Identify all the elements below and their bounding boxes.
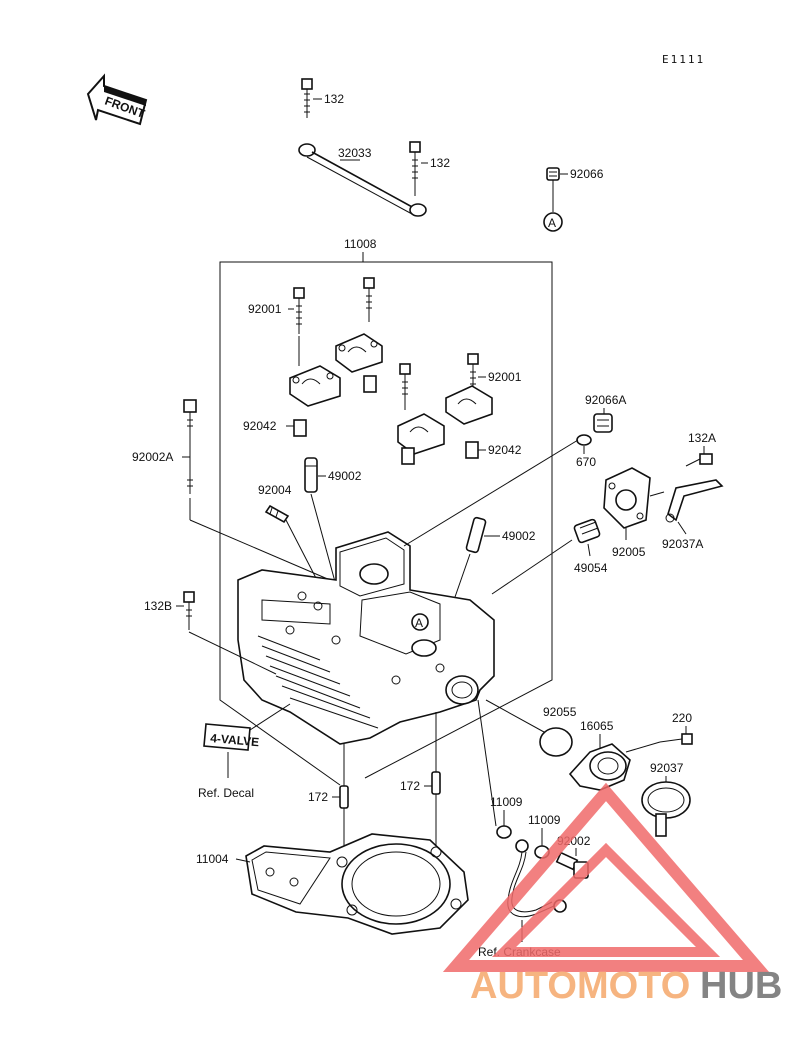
- bolt-132b-icon: [183, 591, 195, 630]
- callout-92042-left: 92042: [243, 419, 277, 433]
- bolt-center-icon: [363, 277, 375, 322]
- callout-92037a: 92037A: [662, 537, 703, 551]
- reference-a-circle-icon: [543, 212, 563, 232]
- ref-decal-label: Ref. Decal: [198, 786, 254, 800]
- diagram-code: E1111: [662, 53, 705, 66]
- callout-132a: 132A: [688, 431, 716, 445]
- callout-132b: 132B: [144, 599, 172, 613]
- cylinder-head-icon: A: [237, 531, 495, 745]
- washer-11009-left-icon: [496, 825, 512, 839]
- valve-guide-lower-icon: [465, 516, 487, 554]
- dowel-pin-left-icon: [293, 419, 307, 437]
- camshaft-cap-1-icon: [335, 333, 383, 373]
- dowel-172-left-icon: [339, 785, 349, 809]
- valve-guide-upper-icon: [304, 457, 318, 493]
- plug-92066-icon: [546, 167, 560, 181]
- callout-92004: 92004: [258, 483, 292, 497]
- assembly-frame-right: [363, 261, 553, 779]
- bolt-132a-icon: [685, 453, 713, 467]
- callout-49002-lower: 49002: [502, 529, 536, 543]
- callout-92066: 92066: [570, 167, 604, 181]
- callout-92005: 92005: [612, 545, 646, 559]
- callout-11008: 11008: [344, 237, 377, 251]
- thermostat-housing-92005-icon: [603, 467, 651, 529]
- head-reference-a-label: A: [415, 616, 423, 630]
- camshaft-cap-2-icon: [289, 365, 341, 407]
- camshaft-cap-4-icon: [445, 385, 493, 425]
- bracket-92037a-icon: [665, 479, 724, 523]
- callout-92042-right: 92042: [488, 443, 522, 457]
- callout-11004: 11004: [196, 852, 229, 866]
- callout-11009-right: 11009: [528, 813, 561, 827]
- callout-16065: 16065: [580, 719, 614, 733]
- bolt-132-second-icon: [409, 141, 421, 196]
- dowel-pin-center-icon: [363, 375, 377, 393]
- callout-92066a: 92066A: [585, 393, 626, 407]
- callout-92002a: 92002A: [132, 450, 173, 464]
- plug-92066a-icon: [593, 413, 613, 433]
- callout-92037: 92037: [650, 761, 684, 775]
- stud-92004-icon: [264, 504, 290, 524]
- decal-text: 4-VALVE: [210, 731, 260, 749]
- callout-132-top: 132: [324, 92, 344, 106]
- clamp-92037-icon: [641, 781, 691, 837]
- callout-49002-upper: 49002: [328, 469, 362, 483]
- callout-132-second: 132: [430, 156, 450, 170]
- callout-670: 670: [576, 455, 596, 469]
- callout-172-right: 172: [400, 779, 420, 793]
- callout-172-left: 172: [308, 790, 328, 804]
- bolt-mid-icon: [399, 363, 411, 410]
- assembly-frame-left: [219, 252, 364, 786]
- watermark-text-automoto: AUTOMOTO: [470, 965, 690, 1007]
- head-gasket-11004-icon: [245, 833, 469, 935]
- dowel-172-right-icon: [431, 771, 441, 795]
- bolt-92001-left-icon: [293, 287, 305, 334]
- dowel-pin-right-icon: [465, 441, 479, 459]
- bracket-32033-icon: [298, 143, 427, 217]
- callout-92001-right: 92001: [488, 370, 522, 384]
- thermostat-49054-icon: [573, 518, 601, 544]
- bolt-220-icon: [659, 733, 693, 745]
- callout-220: 220: [672, 711, 692, 725]
- watermark-text-hub: HUB: [700, 965, 782, 1007]
- callout-92055: 92055: [543, 705, 577, 719]
- joint-16065-icon: [568, 743, 631, 791]
- o-ring-92055-icon: [539, 727, 573, 757]
- dowel-pin-mid-icon: [401, 447, 415, 465]
- decal-4-valve-icon: 4-VALVE: [203, 723, 260, 751]
- front-arrow-icon: FRONT: [86, 73, 147, 126]
- camshaft-cap-3-icon: [397, 413, 445, 455]
- o-ring-670-icon: [576, 434, 592, 446]
- callout-11009-left: 11009: [490, 795, 523, 809]
- automotohub-watermark-logo: AUTOMOTO HUB: [442, 782, 782, 1007]
- stud-92002a-icon: [183, 399, 197, 494]
- callout-92001-left: 92001: [248, 302, 282, 316]
- callout-49054: 49054: [574, 561, 608, 575]
- reference-a-label: A: [548, 216, 556, 230]
- callout-32033: 32033: [338, 146, 372, 160]
- bolt-132-top-icon: [301, 78, 313, 118]
